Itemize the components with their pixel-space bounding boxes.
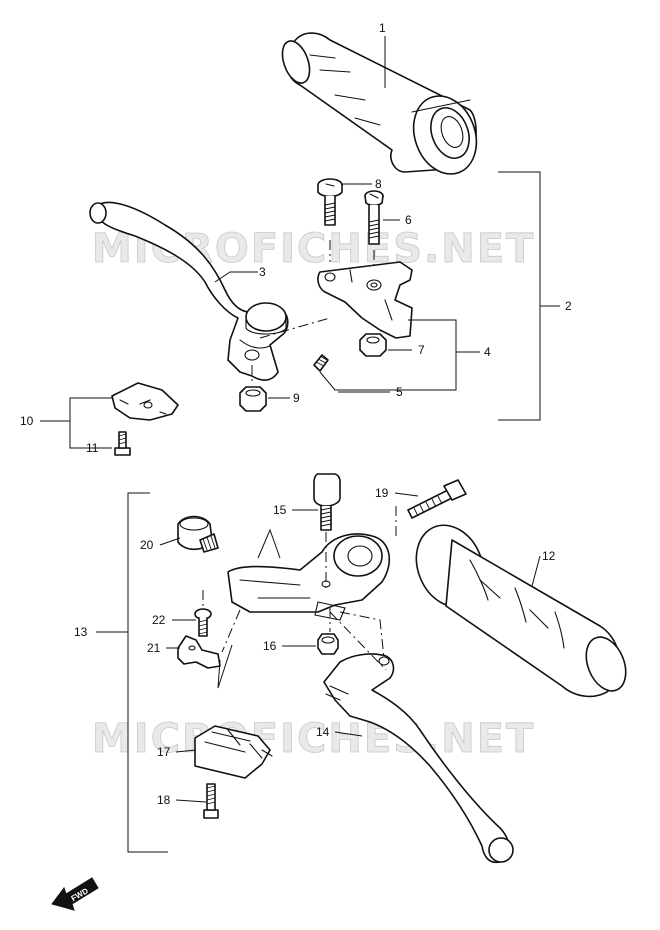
- callout-12: 12: [542, 549, 556, 563]
- nut-16: [317, 633, 339, 655]
- callout-10: 10: [20, 414, 34, 428]
- callout-13: 13: [74, 625, 88, 639]
- callout-9: 9: [293, 391, 300, 405]
- screw-6: [364, 190, 384, 245]
- callout-21: 21: [147, 641, 161, 655]
- brake-lever: [89, 201, 289, 381]
- callout-11: 11: [86, 441, 99, 455]
- screw-22: [194, 608, 212, 637]
- brake-switch-10: [111, 382, 179, 421]
- indicator-lines: [257, 528, 281, 559]
- fwd-arrow: FWD: [51, 877, 99, 911]
- nut-9: [239, 386, 267, 412]
- callout-7: 7: [418, 343, 425, 357]
- callout-15: 15: [273, 503, 287, 517]
- bolt-19: [407, 479, 467, 519]
- callout-3: 3: [259, 265, 266, 279]
- axis-line: [339, 611, 385, 659]
- clutch-switch-17: [194, 725, 273, 779]
- callout-2: 2: [565, 299, 572, 313]
- axis-line: [259, 317, 331, 339]
- callout-18: 18: [157, 793, 171, 807]
- adjuster-20: [177, 515, 219, 553]
- callout-22: 22: [152, 613, 166, 627]
- clamp-21: [177, 635, 221, 669]
- throttle-grip: [281, 32, 478, 175]
- callout-1: 1: [379, 21, 386, 35]
- callout-14: 14: [316, 725, 330, 739]
- left-grip: [415, 524, 627, 698]
- callout-17: 17: [157, 745, 171, 759]
- axis-line: [221, 609, 241, 653]
- callout-20: 20: [140, 538, 154, 552]
- axis-line: [329, 611, 387, 671]
- callout-8: 8: [375, 177, 382, 191]
- callout-5: 5: [396, 385, 403, 399]
- screw-11: [114, 431, 131, 456]
- spring-5: [313, 354, 329, 372]
- lever-holder-bracket: [317, 261, 413, 339]
- nut-7: [359, 333, 387, 357]
- screw-18: [203, 783, 219, 819]
- pivot-bolt-15: [313, 473, 341, 531]
- watermark-bottom: MICROFICHES.NET: [92, 716, 535, 762]
- callout-19: 19: [375, 486, 389, 500]
- pivot-bolt-8: [317, 178, 343, 226]
- leader-lines: [40, 36, 560, 853]
- clutch-lever-holder: [227, 533, 390, 621]
- indicator-lines: [217, 644, 233, 689]
- callout-6: 6: [405, 213, 412, 227]
- callout-4: 4: [484, 345, 491, 359]
- clutch-lever: [323, 653, 514, 864]
- callout-16: 16: [263, 639, 277, 653]
